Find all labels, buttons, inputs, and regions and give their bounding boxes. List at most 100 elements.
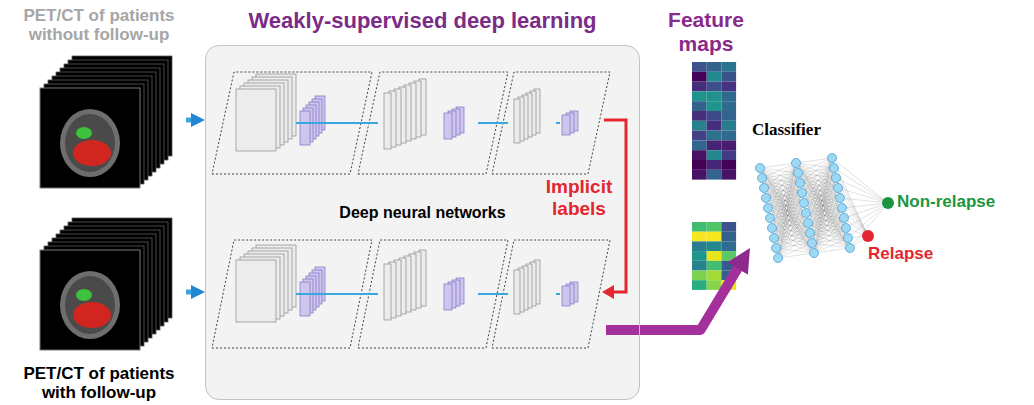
drawing-g — [186, 120, 744, 330]
neuron — [800, 199, 809, 208]
feature-cell — [721, 251, 736, 261]
image-stack: PET/CT of patients without follow-up — [12, 6, 186, 190]
feature-cell — [707, 232, 722, 242]
output-dot — [882, 197, 894, 209]
conv-layer — [514, 270, 520, 314]
neuron — [844, 234, 853, 243]
feature-maps-text: Feature maps — [664, 8, 748, 55]
feature-cell — [692, 82, 707, 92]
feature-cell — [721, 82, 736, 92]
synapse-line — [814, 168, 834, 253]
synapse-line — [814, 198, 840, 253]
flow-line — [478, 122, 508, 124]
synapse-line — [778, 253, 814, 258]
layer-plane — [492, 72, 610, 174]
image-stacks — [40, 56, 172, 350]
feature-cell — [721, 140, 736, 150]
flow-arrow — [186, 290, 199, 295]
network-panel: Weakly-supervised deep learningDeep neur… — [205, 45, 640, 400]
synapse-line — [846, 203, 888, 228]
synapse-line — [778, 173, 798, 258]
feature-maps: Feature maps — [664, 8, 748, 296]
feature-cell — [692, 101, 707, 111]
panel-fill — [205, 45, 640, 400]
feature-cell — [721, 131, 736, 141]
neuron — [762, 194, 771, 203]
layer-plane — [358, 240, 508, 348]
pet-uptake — [76, 127, 92, 139]
neuron — [838, 204, 847, 213]
neuron — [758, 174, 767, 183]
neuron — [836, 194, 845, 203]
feature-cell — [721, 150, 736, 160]
neuron — [832, 174, 841, 183]
feature-cell — [692, 271, 707, 281]
ct-head — [65, 114, 115, 172]
synapse-line — [812, 158, 832, 243]
neuron — [834, 184, 843, 193]
image-slice — [40, 250, 140, 350]
implicit-label-arrow — [604, 120, 626, 292]
neuron — [802, 209, 811, 218]
conv-layer — [236, 260, 276, 322]
pool-layer — [562, 115, 570, 135]
pool-layer — [562, 286, 570, 306]
output-dot — [862, 230, 874, 242]
flow-line — [478, 293, 508, 295]
ct-head — [60, 271, 120, 339]
neuron — [830, 164, 839, 173]
feature-cell — [707, 140, 722, 150]
feature-cell — [692, 72, 707, 82]
feature-cell — [721, 111, 736, 121]
layer-plane — [492, 240, 610, 348]
feature-cell — [707, 82, 722, 92]
neuron — [796, 179, 805, 188]
feature-cell — [721, 62, 736, 72]
feature-cell — [692, 251, 707, 261]
feature-cell — [721, 72, 736, 82]
feature-cell — [707, 131, 722, 141]
feature-cell — [707, 62, 722, 72]
synapse-line — [814, 178, 836, 253]
synapse-line — [840, 198, 888, 203]
feature-cell — [692, 62, 707, 72]
flow-arrow — [640, 258, 744, 330]
feature-cell — [692, 111, 707, 121]
neuron — [798, 189, 807, 198]
feature-cell — [692, 150, 707, 160]
implicit-label-head — [602, 285, 614, 299]
pet-uptake — [73, 302, 111, 328]
feature-cell — [707, 280, 722, 290]
neuron — [808, 239, 817, 248]
feature-cell — [692, 140, 707, 150]
neuron — [846, 244, 855, 253]
flow-arrow — [186, 118, 199, 123]
feature-cell — [692, 241, 707, 251]
feature-cell — [707, 150, 722, 160]
ct-head — [65, 276, 115, 334]
feature-cell — [692, 121, 707, 131]
ct-head — [60, 109, 120, 177]
class-label: Non-relapse — [897, 192, 1027, 212]
synapse-line — [834, 168, 888, 203]
feature-cell — [721, 170, 736, 180]
synapse-line — [836, 178, 888, 203]
feature-cell — [692, 280, 707, 290]
conv-layer — [384, 264, 391, 320]
neuron — [792, 159, 801, 168]
neuron — [760, 184, 769, 193]
pool-layer — [444, 113, 452, 139]
implicit-label-text: Implicit labels — [542, 176, 616, 220]
neuron — [772, 244, 781, 253]
pool-layer — [444, 284, 452, 310]
neuron — [810, 249, 819, 258]
feature-cell — [721, 232, 736, 242]
feature-arrow-stub — [606, 325, 640, 335]
pet-uptake — [76, 289, 92, 301]
flow-line — [556, 122, 560, 124]
neuron — [842, 224, 851, 233]
neuron — [828, 154, 837, 163]
